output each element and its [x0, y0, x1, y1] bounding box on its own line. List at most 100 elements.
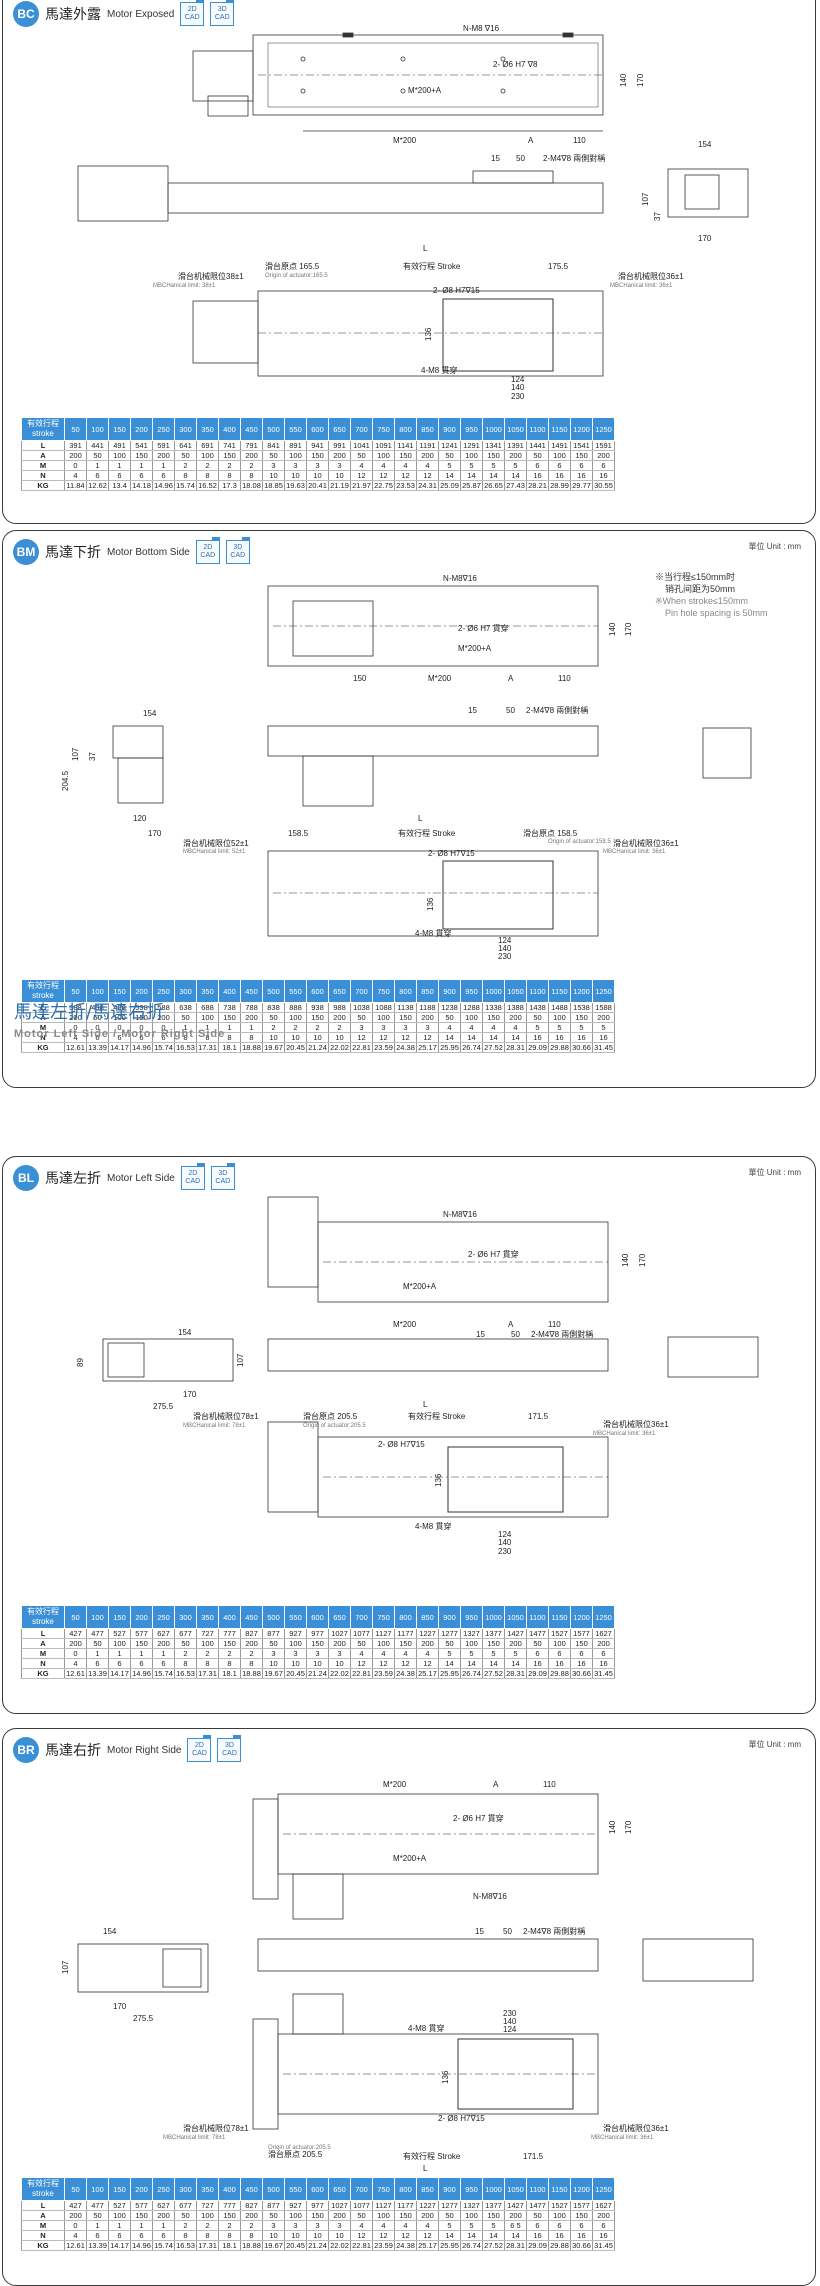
table-cell: 25.87	[460, 480, 483, 491]
table-cell: 1327	[460, 1628, 483, 1639]
table-cell: 25.17	[416, 1668, 439, 1679]
dim-label: M*200	[383, 1780, 407, 1789]
table-cell: 1	[152, 1648, 175, 1659]
table-cell: 14	[504, 1658, 527, 1669]
table-cell: 1391	[504, 440, 527, 451]
table-cell: 200	[64, 1638, 87, 1649]
stroke-header-line: stroke	[32, 991, 54, 1000]
stroke-column-header: 1150	[548, 979, 571, 1003]
stroke-column-header: 1000	[482, 417, 505, 441]
dim-label: 107	[71, 747, 80, 761]
table-cell: 8	[240, 2230, 263, 2241]
table-cell: 1127	[372, 2200, 395, 2211]
stroke-column-header: 900	[438, 979, 461, 1003]
table-cell: 10	[262, 1658, 285, 1669]
table-cell: 1491	[548, 440, 571, 451]
table-cell: 3	[306, 1648, 329, 1659]
table-cell: 1627	[592, 2200, 615, 2211]
table-cell: 2	[174, 1648, 197, 1659]
stroke-column-header: 50	[64, 2177, 87, 2201]
table-cell: 200	[416, 1012, 439, 1023]
stroke-column-header: 750	[372, 979, 395, 1003]
table-cell: 6	[152, 2230, 175, 2241]
table-cell: 17.31	[196, 1668, 219, 1679]
dim-label: 15	[476, 1330, 485, 1339]
table-cell: 200	[64, 450, 87, 461]
stroke-column-header: 50	[64, 417, 87, 441]
table-cell: 2	[218, 1648, 241, 1659]
dim-label: 15	[475, 1927, 484, 1936]
table-cell: 30.66	[570, 1668, 593, 1679]
table-cell: 100	[372, 1012, 395, 1023]
table-cell: 200	[328, 1638, 351, 1649]
dim-label: M*200	[428, 674, 452, 683]
dim-label: 107	[236, 1353, 245, 1367]
table-cell: 427	[64, 2200, 87, 2211]
dim-label: 2- Ø6 H7 ∇8	[493, 60, 538, 69]
dim-label: 15	[468, 706, 477, 715]
table-cell: 30.66	[570, 1042, 593, 1053]
table-cell: 14	[482, 2230, 505, 2241]
table-cell: 100	[460, 450, 483, 461]
table-cell: 200	[416, 1638, 439, 1649]
table-cell: 14	[482, 470, 505, 481]
dim-label: 107	[61, 1960, 70, 1974]
table-cell: 8	[240, 470, 263, 481]
limit-left: 滑台机械限位52±1	[183, 838, 249, 848]
table-cell: 50	[350, 1012, 373, 1023]
stroke-label: 有效行程 Stroke	[403, 261, 461, 271]
row-label: L	[21, 2200, 65, 2211]
table-cell: 2	[174, 2220, 197, 2231]
table-cell: 2	[196, 2220, 219, 2231]
stroke-header-line: 有效行程	[27, 981, 59, 990]
table-cell: 50	[174, 1638, 197, 1649]
limit-left: 滑台机械限位38±1	[178, 271, 244, 281]
table-cell: 150	[482, 2210, 505, 2221]
dim-label: N-M8 ∇16	[463, 24, 500, 33]
body-top-view	[277, 1793, 599, 1875]
stroke-column-header: 1050	[504, 1605, 527, 1629]
section-badge: BL	[13, 1165, 39, 1191]
origin-label: 滑台原点 165.5	[265, 261, 320, 271]
table-cell: 5	[460, 460, 483, 471]
dim-label: 175.5	[548, 262, 569, 271]
table-cell: 50	[174, 450, 197, 461]
table-cell: 14	[438, 1032, 461, 1043]
table-cell: 6	[86, 1032, 109, 1043]
table-cell: 1388	[504, 1002, 527, 1013]
stroke-column-header: 450	[240, 979, 263, 1003]
limit-left-en: MBCHanical limit: 38±1	[153, 283, 216, 289]
stroke-column-header: 800	[394, 2177, 417, 2201]
table-cell: 2	[218, 2220, 241, 2231]
stroke-column-header: 850	[416, 1605, 439, 1629]
table-cell: 8	[218, 1658, 241, 1669]
unit-label: 單位 Unit : mm	[748, 1740, 801, 1749]
table-cell: 1088	[372, 1002, 395, 1013]
table-cell: 877	[262, 1628, 285, 1639]
table-cell: 13.39	[86, 2240, 109, 2251]
stroke-column-header: 350	[196, 417, 219, 441]
table-cell: 1188	[416, 1002, 439, 1013]
table-cell: 0	[64, 2220, 87, 2231]
stroke-column-header: 700	[350, 1605, 373, 1629]
table-cell: 15.74	[152, 1668, 175, 1679]
table-cell: 738	[218, 1002, 241, 1013]
technical-drawing: N-M8∇16 2- Ø6 H7 貫穿 M*200+A M*200 A 110 …	[76, 1196, 759, 1556]
table-cell: 150	[130, 1012, 153, 1023]
stroke-column-header: 900	[438, 2177, 461, 2201]
stroke-column-header: 1100	[526, 2177, 549, 2201]
